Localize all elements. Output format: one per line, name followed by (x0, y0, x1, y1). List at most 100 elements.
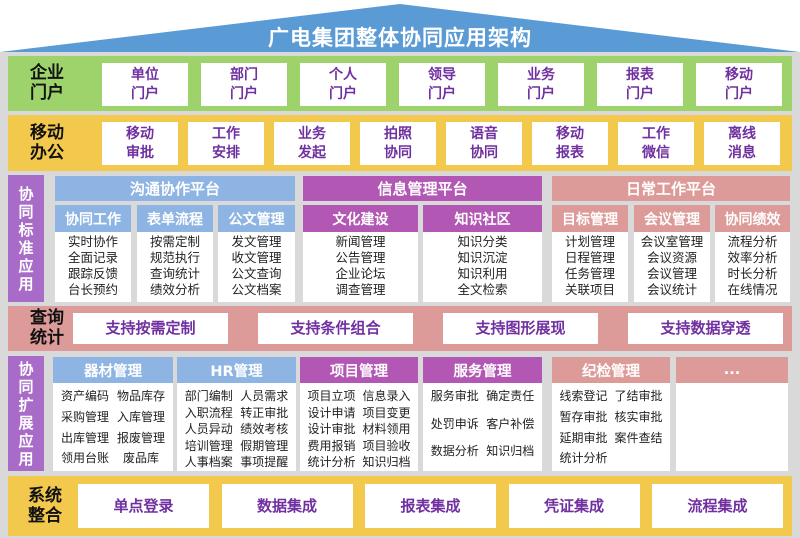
query-feature-button[interactable]: 支持数据穿透 (628, 313, 783, 344)
module-header[interactable]: 表单流程 (137, 205, 213, 232)
module-item[interactable]: 项目立项 (307, 389, 356, 403)
module-item[interactable]: 台长预约 (67, 282, 118, 297)
module-item[interactable]: 采购管理 (60, 409, 109, 424)
module-item[interactable]: 数据分析 (430, 444, 479, 459)
module-item[interactable]: 项目变更 (362, 405, 411, 420)
module-header[interactable]: 协同工作 (55, 205, 131, 232)
integration-item-button[interactable]: 报表集成 (365, 484, 496, 528)
portal-item-button[interactable]: 领导 门户 (399, 63, 485, 106)
query-feature-button[interactable]: 支持图形展现 (443, 313, 598, 344)
module-item[interactable]: 人事档案 (184, 455, 233, 470)
module-item[interactable]: 规范执行 (149, 250, 200, 265)
module-item[interactable]: 假期管理 (240, 438, 289, 453)
extension-module-header[interactable]: HR管理 (177, 357, 296, 383)
module-item[interactable]: 公文档案 (231, 282, 282, 297)
module-item[interactable]: 资产编码 (60, 389, 109, 403)
module-item[interactable]: 绩效分析 (149, 282, 200, 297)
module-item[interactable]: 关联项目 (564, 282, 615, 297)
module-item[interactable]: 废品库 (122, 451, 159, 466)
portal-item-button[interactable]: 个人 门户 (300, 63, 386, 106)
module-item[interactable]: 知识沉淀 (457, 250, 508, 265)
module-item[interactable]: 企业论坛 (335, 266, 386, 281)
integration-item-button[interactable]: 凭证集成 (508, 484, 640, 528)
module-item[interactable]: 统计分析 (307, 455, 356, 470)
module-header[interactable]: 公文管理 (218, 205, 295, 232)
module-item[interactable]: 流程分析 (727, 234, 778, 249)
query-feature-button[interactable]: 支持条件组合 (258, 313, 413, 344)
module-item[interactable]: 调查管理 (335, 282, 386, 297)
query-feature-button[interactable]: 支持按需定制 (73, 313, 228, 344)
module-item[interactable]: 全文检索 (457, 282, 508, 297)
module-item[interactable]: 费用报销 (307, 438, 356, 453)
module-item[interactable]: 案件查结 (614, 430, 663, 445)
module-item[interactable]: 实时协作 (67, 234, 118, 249)
module-item[interactable]: 客户补偿 (486, 416, 535, 431)
module-item[interactable]: 查询统计 (149, 266, 200, 281)
module-item[interactable]: 人员异动 (184, 422, 233, 437)
extension-module-header[interactable]: 项目管理 (300, 357, 418, 383)
module-item[interactable]: 处罚申诉 (430, 416, 479, 431)
integration-item-button[interactable]: 数据集成 (221, 484, 353, 528)
module-item[interactable]: 公告管理 (335, 250, 386, 265)
module-item[interactable]: 转正审批 (240, 405, 289, 420)
module-item[interactable]: 领用台账 (60, 451, 109, 466)
extension-module-header[interactable]: 纪检管理 (552, 357, 670, 383)
mobile-item-button[interactable]: 工作 安排 (188, 122, 264, 165)
mobile-item-button[interactable]: 移动 报表 (532, 122, 608, 165)
module-item[interactable]: 信息录入 (362, 389, 411, 403)
portal-item-button[interactable]: 报表 门户 (597, 63, 683, 106)
portal-item-button[interactable]: 单位 门户 (102, 63, 188, 106)
module-item[interactable]: 按需定制 (149, 234, 200, 249)
mobile-item-button[interactable]: 离线 消息 (704, 122, 780, 165)
module-item[interactable]: 知识归档 (486, 444, 535, 459)
module-item[interactable]: 入职流程 (184, 405, 233, 420)
module-item[interactable]: 公文查询 (231, 266, 282, 281)
module-item[interactable]: 时长分析 (727, 266, 778, 281)
extension-module-header[interactable]: 服务管理 (423, 357, 542, 383)
module-item[interactable]: 会议统计 (646, 282, 697, 297)
module-item[interactable]: 材料领用 (362, 422, 411, 437)
module-item[interactable]: 事项提醒 (240, 455, 289, 470)
module-item[interactable]: 知识归档 (362, 455, 411, 470)
module-item[interactable]: 跟踪反馈 (67, 266, 118, 281)
extension-module-header[interactable]: ... (676, 357, 788, 383)
module-item[interactable]: 知识利用 (457, 266, 508, 281)
module-item[interactable]: 知识分类 (457, 234, 508, 249)
mobile-item-button[interactable]: 拍照 协同 (360, 122, 436, 165)
module-item[interactable]: 收文管理 (231, 250, 282, 265)
portal-item-button[interactable]: 部门 门户 (201, 63, 287, 106)
mobile-item-button[interactable]: 工作 微信 (618, 122, 694, 165)
module-header[interactable]: 协同绩效 (715, 205, 790, 232)
module-header[interactable]: 知识社区 (423, 205, 542, 232)
module-item[interactable]: 会议室管理 (640, 234, 704, 249)
module-item[interactable]: 设计审批 (307, 422, 356, 437)
module-item[interactable]: 核实审批 (614, 409, 663, 424)
module-header[interactable]: 会议管理 (634, 205, 710, 232)
module-item[interactable]: 项目验收 (362, 438, 411, 453)
module-item[interactable]: 会议资源 (646, 250, 697, 265)
module-item[interactable]: 线索登记 (559, 389, 608, 403)
integration-item-button[interactable]: 单点登录 (78, 484, 209, 528)
module-item[interactable]: 全面记录 (67, 250, 118, 265)
module-header[interactable]: 文化建设 (303, 205, 418, 232)
module-item[interactable]: 任务管理 (564, 266, 615, 281)
module-item[interactable]: 会议管理 (646, 266, 697, 281)
module-item[interactable]: 计划管理 (564, 234, 615, 249)
module-item[interactable]: 物品库存 (116, 389, 165, 403)
module-item[interactable]: 绩效考核 (240, 422, 289, 437)
module-item[interactable]: 在线情况 (727, 282, 778, 297)
module-item[interactable]: 暂存审批 (559, 409, 608, 424)
module-item[interactable]: 人员需求 (240, 389, 289, 403)
module-item[interactable]: 设计申请 (307, 405, 356, 420)
module-item[interactable]: 新闻管理 (335, 234, 386, 249)
module-item[interactable]: 发文管理 (231, 234, 282, 249)
module-item[interactable]: 入库管理 (116, 409, 165, 424)
module-item[interactable]: 出库管理 (60, 430, 109, 445)
module-item[interactable]: 效率分析 (727, 250, 778, 265)
module-item[interactable]: 日程管理 (564, 250, 615, 265)
module-item[interactable]: 统计分析 (559, 451, 608, 466)
portal-item-button[interactable]: 移动 门户 (696, 63, 782, 106)
module-item[interactable]: 部门编制 (184, 389, 233, 403)
mobile-item-button[interactable]: 语音 协同 (446, 122, 522, 165)
module-item[interactable]: 培训管理 (184, 438, 233, 453)
